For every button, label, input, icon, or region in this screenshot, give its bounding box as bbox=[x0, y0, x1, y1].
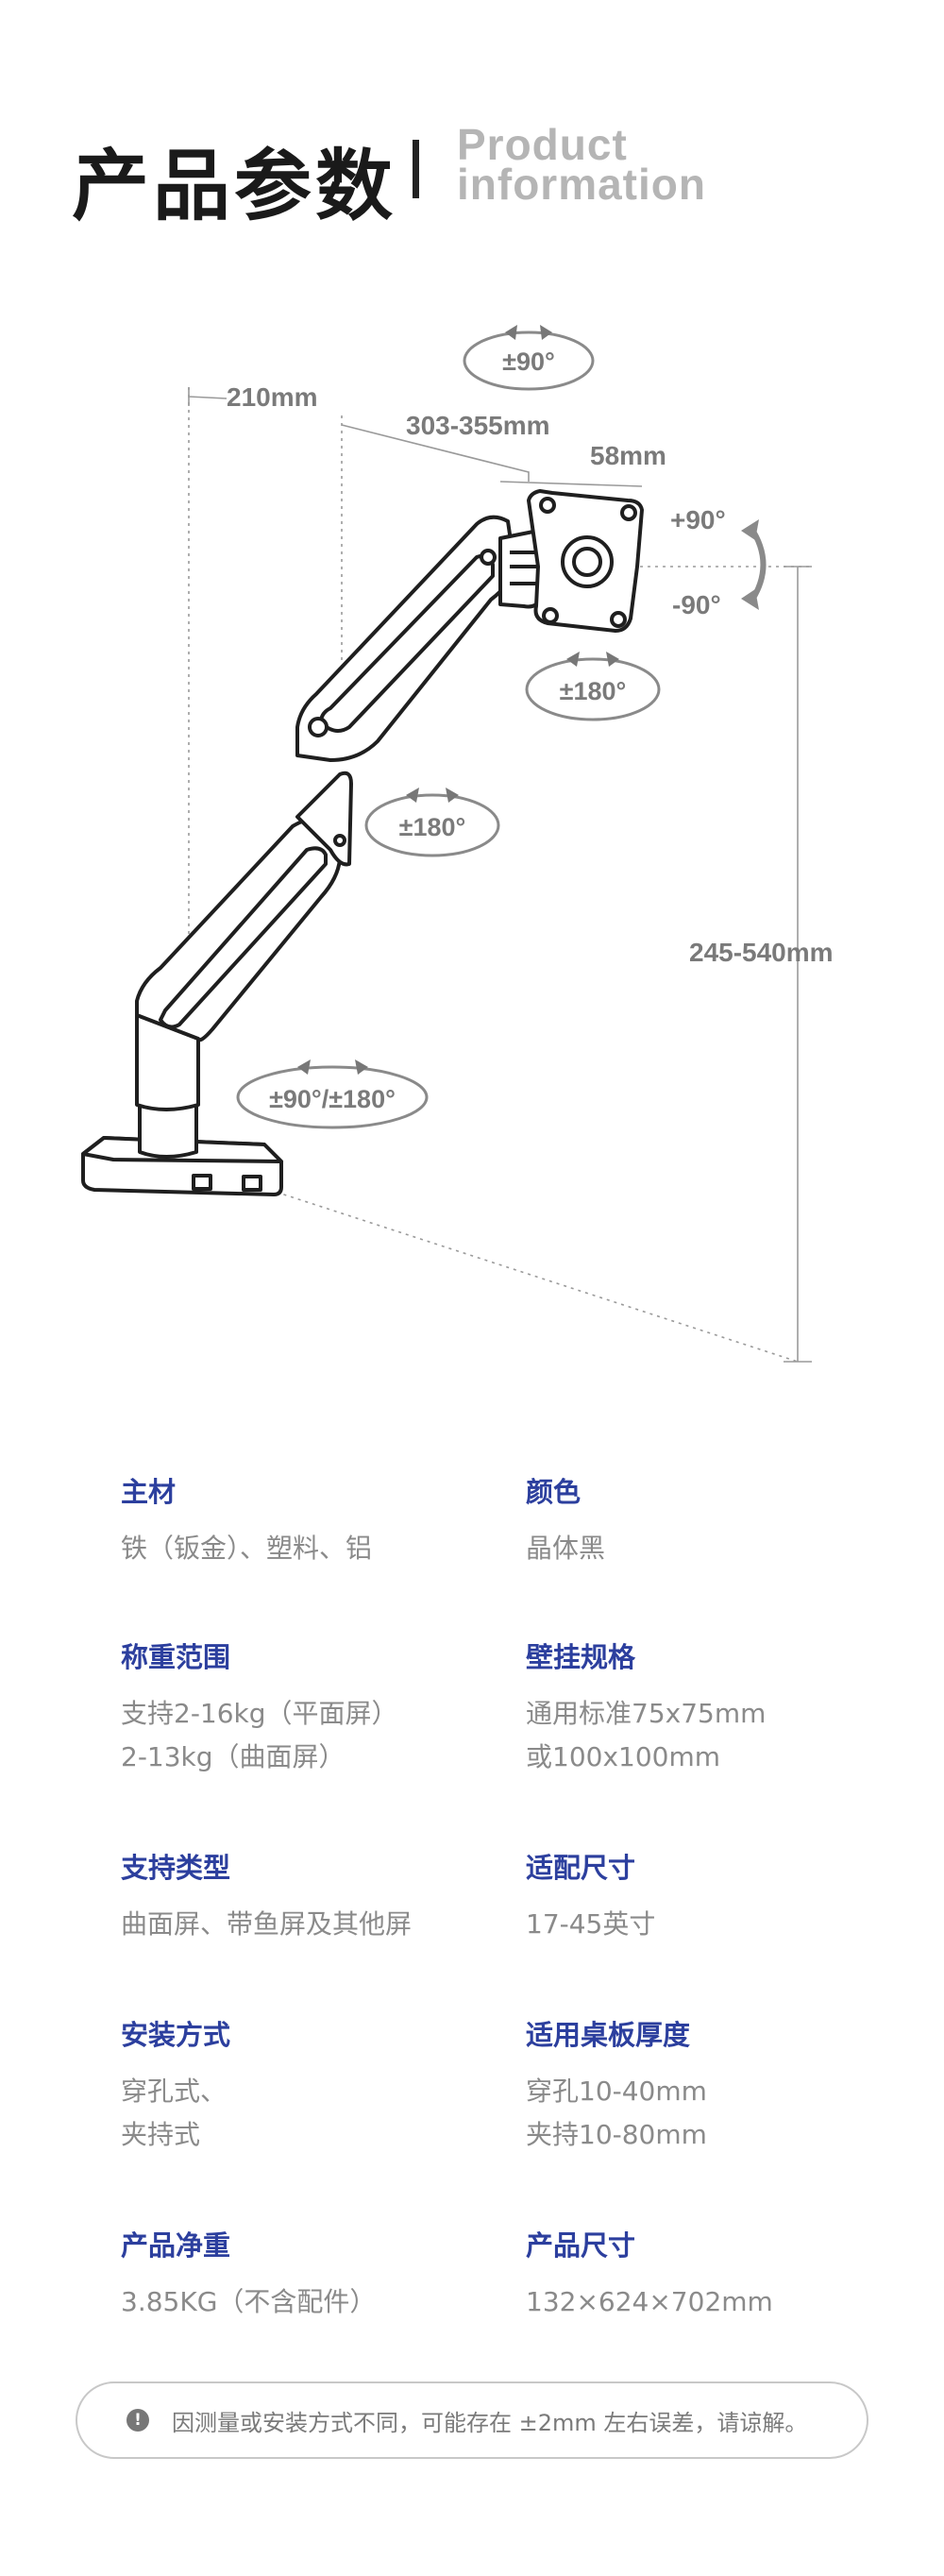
dimension-labels: 210mm 303-355mm 58mm +90° -90° 245-540mm bbox=[227, 382, 834, 967]
spec-color: 颜色 晶体黑 bbox=[526, 1470, 922, 1570]
spec-value: 曲面屏、带鱼屏及其他屏 bbox=[121, 1908, 413, 1940]
spec-label: 称重范围 bbox=[121, 1641, 231, 1673]
exclamation-icon: ! bbox=[126, 2409, 149, 2432]
subtitle-line-2: information bbox=[457, 160, 706, 209]
tilt-up-label: +90° bbox=[670, 505, 726, 534]
title-divider bbox=[413, 140, 419, 198]
plate-rotate-label: ±180° bbox=[560, 677, 627, 705]
spec-main-material: 主材 铁（钣金）、塑料、铝 bbox=[121, 1470, 517, 1570]
spec-desk-thickness: 适用桌板厚度 穿孔10-40mm 夹持10-80mm bbox=[526, 2013, 922, 2157]
spec-screen-size: 适配尺寸 17-45英寸 bbox=[526, 1846, 922, 1946]
spec-value: 3.85KG（不含配件） bbox=[121, 2286, 377, 2317]
spec-value: 17-45英寸 bbox=[526, 1908, 656, 1940]
spec-label: 产品净重 bbox=[121, 2229, 231, 2262]
spec-label: 适配尺寸 bbox=[526, 1852, 636, 1884]
rotation-badge-top: ±90° bbox=[463, 325, 595, 391]
spec-vesa-standard: 壁挂规格 通用标准75x75mm 或100x100mm bbox=[526, 1635, 922, 1779]
spec-net-weight: 产品净重 3.85KG（不含配件） bbox=[121, 2224, 517, 2324]
spec-value: 支持2-16kg（平面屏） 2-13kg（曲面屏） bbox=[121, 1698, 398, 1772]
arm-reach-label: 303-355mm bbox=[406, 411, 550, 440]
spec-label: 适用桌板厚度 bbox=[526, 2019, 691, 2051]
spec-value: 通用标准75x75mm 或100x100mm bbox=[526, 1698, 767, 1772]
depth-base-label: 210mm bbox=[227, 382, 318, 412]
spec-value: 132×624×702mm bbox=[526, 2286, 773, 2317]
rotation-badge-elbow: ±180° bbox=[364, 788, 500, 857]
spec-label: 主材 bbox=[121, 1476, 177, 1508]
rotation-badge-base: ±90°/±180° bbox=[236, 1059, 429, 1129]
tilt-down-label: -90° bbox=[672, 590, 721, 619]
spec-value: 晶体黑 bbox=[526, 1533, 606, 1564]
subtitle-line-1: Product bbox=[457, 120, 628, 169]
spec-value: 铁（钣金）、塑料、铝 bbox=[121, 1533, 373, 1564]
spec-product-size: 产品尺寸 132×624×702mm bbox=[526, 2224, 922, 2324]
spec-label: 产品尺寸 bbox=[526, 2229, 636, 2262]
base-rotate-label: ±90°/±180° bbox=[269, 1085, 396, 1113]
spec-label: 安装方式 bbox=[121, 2019, 231, 2051]
monitor-arm-illustration bbox=[81, 489, 644, 1196]
spec-install-method: 安装方式 穿孔式、 夹持式 bbox=[121, 2013, 517, 2157]
spec-label: 壁挂规格 bbox=[526, 1641, 636, 1673]
tolerance-note-text: 因测量或安装方式不同，可能存在 ±2mm 左右误差，请谅解。 bbox=[172, 2409, 808, 2436]
spec-load-range: 称重范围 支持2-16kg（平面屏） 2-13kg（曲面屏） bbox=[121, 1635, 517, 1779]
elbow-rotate-label: ±180° bbox=[399, 813, 466, 841]
page-title: 产品参数 bbox=[72, 142, 397, 231]
spec-value: 穿孔10-40mm 夹持10-80mm bbox=[526, 2076, 707, 2150]
tolerance-note: ! 因测量或安装方式不同，可能存在 ±2mm 左右误差，请谅解。 bbox=[76, 2381, 868, 2459]
vesa-offset-label: 58mm bbox=[590, 441, 666, 470]
spec-label: 颜色 bbox=[526, 1476, 582, 1508]
height-range-label: 245-540mm bbox=[689, 938, 834, 967]
monitor-arm-diagram: 210mm 303-355mm 58mm +90° -90° 245-540mm… bbox=[81, 325, 834, 1363]
spec-value: 穿孔式、 夹持式 bbox=[121, 2076, 228, 2150]
spec-screen-types: 支持类型 曲面屏、带鱼屏及其他屏 bbox=[121, 1846, 517, 1946]
top-swivel-label: ±90° bbox=[502, 347, 555, 376]
rotation-badge-plate: ±180° bbox=[525, 652, 661, 721]
spec-label: 支持类型 bbox=[121, 1852, 231, 1884]
page-subtitle: Product information bbox=[457, 120, 706, 209]
